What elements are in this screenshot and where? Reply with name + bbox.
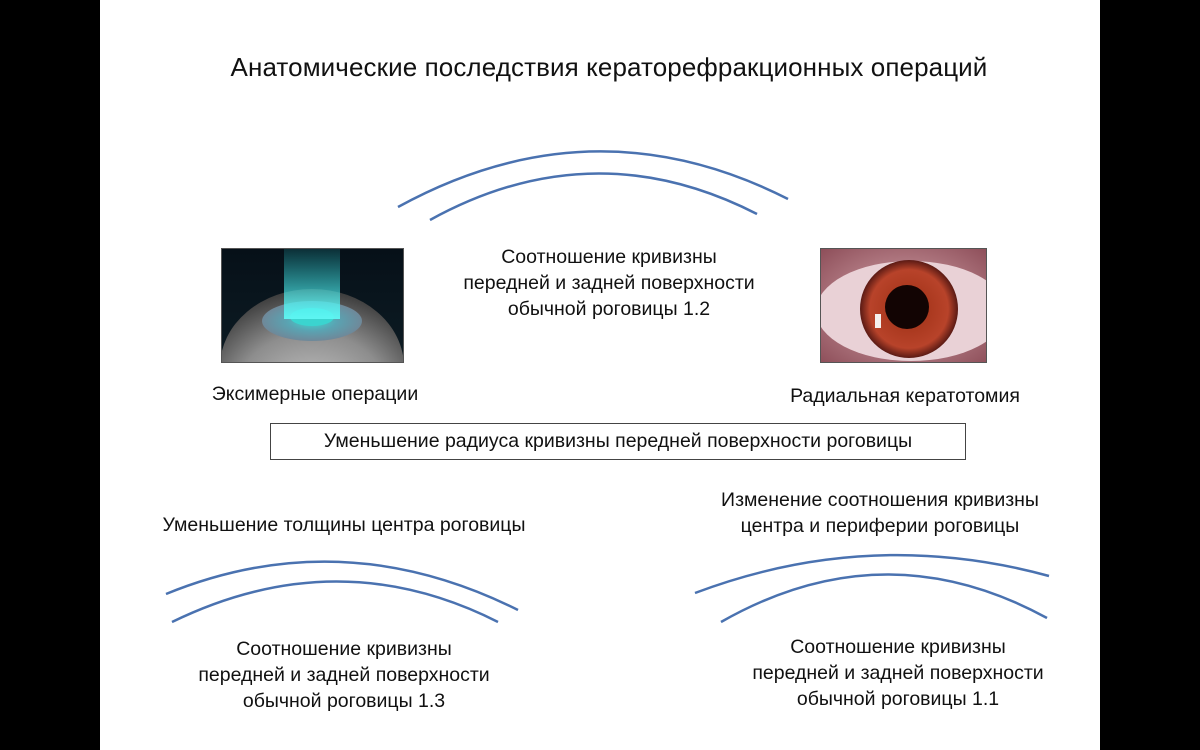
- left-ratio-line1: Соотношение кривизны: [236, 638, 452, 660]
- slide: Анатомические последствия кераторефракци…: [100, 0, 1100, 750]
- excimer-label: Эксимерные операции: [211, 383, 419, 405]
- right-ratio-text: Соотношение кривизны передней и задней п…: [708, 634, 1088, 712]
- center-ratio-line2: передней и задней поверхности: [463, 272, 755, 294]
- right-ratio-line1: Соотношение кривизны: [790, 636, 1006, 658]
- center-ratio-line1: Соотношение кривизны: [501, 246, 717, 268]
- cornea-arcs: [165, 150, 1050, 624]
- thickness-label: Уменьшение толщины центра роговицы: [162, 514, 526, 536]
- excimer-eye-photo: [221, 248, 404, 363]
- change-label-line1: Изменение соотношения кривизны: [721, 489, 1039, 511]
- slide-title: Анатомические последствия кераторефракци…: [230, 52, 988, 82]
- top-arc-outer: [397, 150, 789, 209]
- center-ratio-text: Соотношение кривизны передней и задней п…: [394, 244, 824, 322]
- left-ratio-line3: обычной роговицы 1.3: [242, 690, 446, 712]
- change-label-line2: центра и периферии роговицы: [740, 515, 1020, 537]
- left-ratio-line2: передней и задней поверхности: [198, 664, 490, 686]
- left-ratio-text: Соотношение кривизны передней и задней п…: [154, 636, 534, 714]
- change-label: Изменение соотношения кривизны центра и …: [670, 487, 1090, 539]
- left-arc-inner: [171, 580, 499, 624]
- top-arc-inner: [429, 172, 758, 222]
- right-arc-outer: [694, 553, 1050, 595]
- right-arc-inner: [720, 573, 1048, 624]
- radial-label: Радиальная кератотомия: [790, 385, 1020, 407]
- boxed-statement: Уменьшение радиуса кривизны передней пов…: [270, 423, 966, 460]
- left-arc-outer: [165, 560, 519, 612]
- right-ratio-line2: передней и задней поверхности: [752, 662, 1044, 684]
- right-ratio-line3: обычной роговицы 1.1: [796, 688, 1000, 710]
- radial-eye-photo: [820, 248, 987, 363]
- center-ratio-line3: обычной роговицы 1.2: [507, 298, 711, 320]
